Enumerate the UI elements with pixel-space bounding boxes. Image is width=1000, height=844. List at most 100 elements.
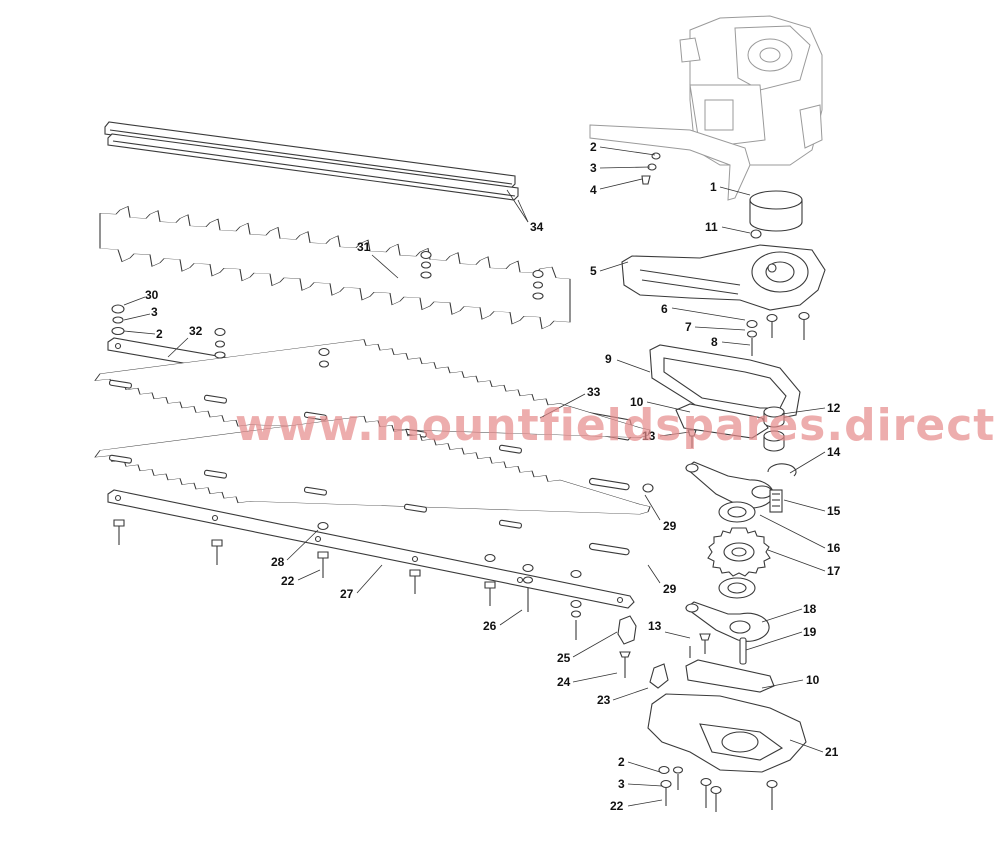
callout-13: 13	[648, 619, 691, 639]
leader-line	[572, 672, 618, 683]
callout-32: 32	[167, 324, 203, 358]
nut-stack	[318, 347, 330, 368]
fasteners	[111, 250, 654, 640]
callout-number: 7	[685, 320, 692, 334]
leader-line	[647, 564, 661, 584]
leader-line	[297, 569, 321, 581]
callout-number: 28	[271, 555, 285, 569]
callout-number: 3	[618, 777, 625, 791]
callout-number: 8	[711, 335, 718, 349]
leader-line	[627, 799, 663, 807]
leader-line	[781, 407, 826, 415]
watermark: www.mountfieldspares.direct	[235, 400, 995, 451]
callout-number: 14	[827, 445, 841, 459]
callout-29: 29	[644, 494, 677, 533]
nut-stack	[420, 250, 432, 279]
leader-line	[599, 261, 629, 272]
leader-line	[356, 564, 383, 594]
callout-number: 2	[618, 755, 625, 769]
leader-line	[789, 451, 826, 474]
callout-17: 17	[767, 549, 841, 578]
leader-line	[627, 783, 663, 787]
callout-16: 16	[759, 514, 841, 555]
bolt	[570, 569, 582, 640]
leader-line	[123, 330, 156, 335]
callout-11: 11	[705, 220, 751, 234]
leader-line	[616, 359, 651, 373]
callout-18: 18	[761, 602, 817, 623]
callout-22: 22	[610, 799, 663, 813]
callout-number: 11	[705, 220, 718, 234]
leader-line	[721, 226, 751, 234]
bolt	[211, 539, 223, 565]
callout-21: 21	[789, 739, 839, 759]
callout-22: 22	[281, 569, 321, 588]
callout-30: 30	[123, 288, 159, 306]
leader-line	[671, 307, 746, 321]
leader-line	[123, 313, 151, 321]
callout-number: 10	[806, 673, 820, 687]
leader-line	[644, 494, 661, 521]
callout-25: 25	[557, 631, 618, 665]
callout-number: 6	[661, 302, 668, 316]
callout-number: 1	[710, 180, 717, 194]
callout-number: 17	[827, 564, 841, 578]
callout-2: 2	[618, 755, 661, 773]
leader-line	[694, 326, 746, 331]
callout-number: 23	[597, 693, 611, 707]
bolt	[409, 569, 421, 594]
bolt	[113, 519, 125, 545]
leader-line	[599, 178, 643, 190]
callout-number: 26	[483, 619, 497, 633]
callout-13: 13	[642, 429, 691, 443]
bolt	[484, 553, 496, 606]
callout-number: 18	[803, 602, 817, 616]
leader-line	[599, 166, 651, 169]
leader-line	[767, 549, 826, 572]
top-blade	[99, 205, 571, 330]
callout-number: 12	[827, 401, 841, 415]
callout-number: 9	[605, 352, 612, 366]
callout-number: 13	[642, 429, 656, 443]
callout-number: 13	[648, 619, 662, 633]
nut-stack	[214, 327, 226, 359]
callout-7: 7	[685, 320, 746, 334]
callout-number: 29	[663, 519, 677, 533]
leader-line	[371, 254, 399, 279]
nut-stack	[532, 269, 544, 300]
callout-1: 1	[710, 180, 751, 196]
callout-number: 2	[156, 327, 163, 341]
leader-line	[761, 679, 804, 689]
leader-line	[506, 189, 529, 223]
callout-24: 24	[557, 672, 618, 689]
guide-rails	[104, 121, 519, 201]
leader-line	[659, 431, 691, 437]
leader-line	[745, 631, 803, 651]
callout-number: 5	[590, 264, 597, 278]
leader-line	[719, 186, 751, 196]
callout-9: 9	[605, 352, 651, 373]
callout-2: 2	[590, 140, 656, 156]
callout-number: 22	[610, 799, 624, 813]
callout-10: 10	[630, 395, 691, 413]
callout-14: 14	[789, 445, 841, 474]
callout-5: 5	[590, 261, 629, 278]
leader-line	[539, 393, 586, 419]
leader-line	[572, 631, 618, 658]
callout-number: 10	[630, 395, 644, 409]
callout-number: 34	[530, 220, 544, 234]
callout-23: 23	[597, 687, 649, 707]
callout-number: 3	[590, 161, 597, 175]
callout-10: 10	[761, 673, 820, 689]
leader-line	[286, 529, 319, 561]
callout-15: 15	[783, 499, 841, 518]
callout-number: 33	[587, 385, 601, 399]
callout-number: 27	[340, 587, 354, 601]
leader-line	[499, 609, 523, 626]
lower-slotted-blade	[94, 415, 651, 556]
callout-28: 28	[271, 529, 319, 569]
callout-2: 2	[123, 327, 163, 341]
